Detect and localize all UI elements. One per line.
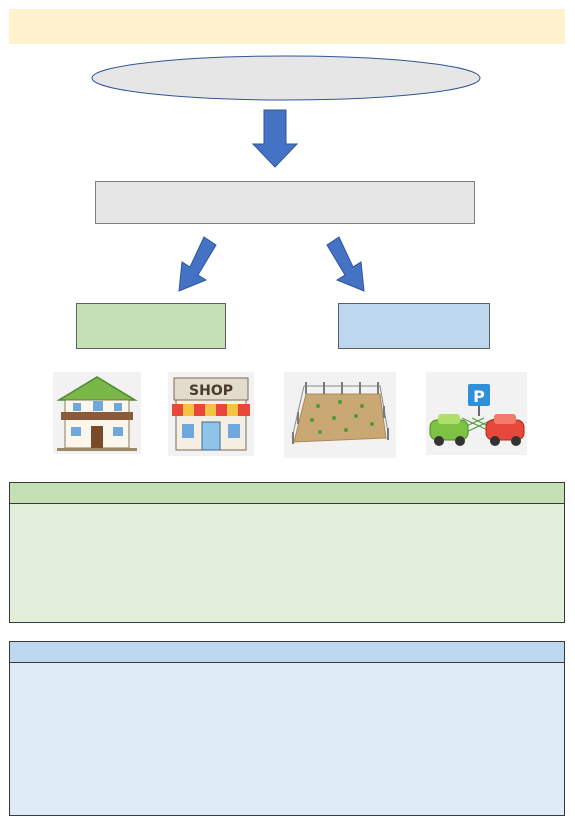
house-illustration	[53, 372, 141, 454]
shop-icon: SHOP	[168, 372, 254, 456]
fenced-field-icon	[284, 372, 396, 458]
left-branch-arrow-icon	[178, 236, 217, 292]
shop-sign-text: SHOP	[189, 383, 233, 399]
parking-sign-text: P	[473, 387, 485, 406]
start-ellipse	[91, 55, 481, 101]
green-panel-header	[10, 483, 564, 504]
down-arrow-icon	[251, 109, 299, 168]
right-branch-arrow-icon	[326, 236, 365, 292]
right-category-box	[338, 303, 490, 349]
parking-icon: P	[426, 372, 527, 455]
green-info-panel	[9, 482, 565, 623]
parking-lot-illustration: P	[426, 372, 527, 455]
blue-panel-header	[10, 642, 564, 663]
shop-illustration: SHOP	[168, 372, 254, 456]
vacant-lot-illustration	[284, 372, 396, 458]
left-category-box	[76, 303, 226, 349]
house-icon	[53, 372, 141, 454]
title-banner	[9, 9, 565, 44]
center-box	[95, 181, 475, 224]
blue-info-panel	[9, 641, 565, 816]
